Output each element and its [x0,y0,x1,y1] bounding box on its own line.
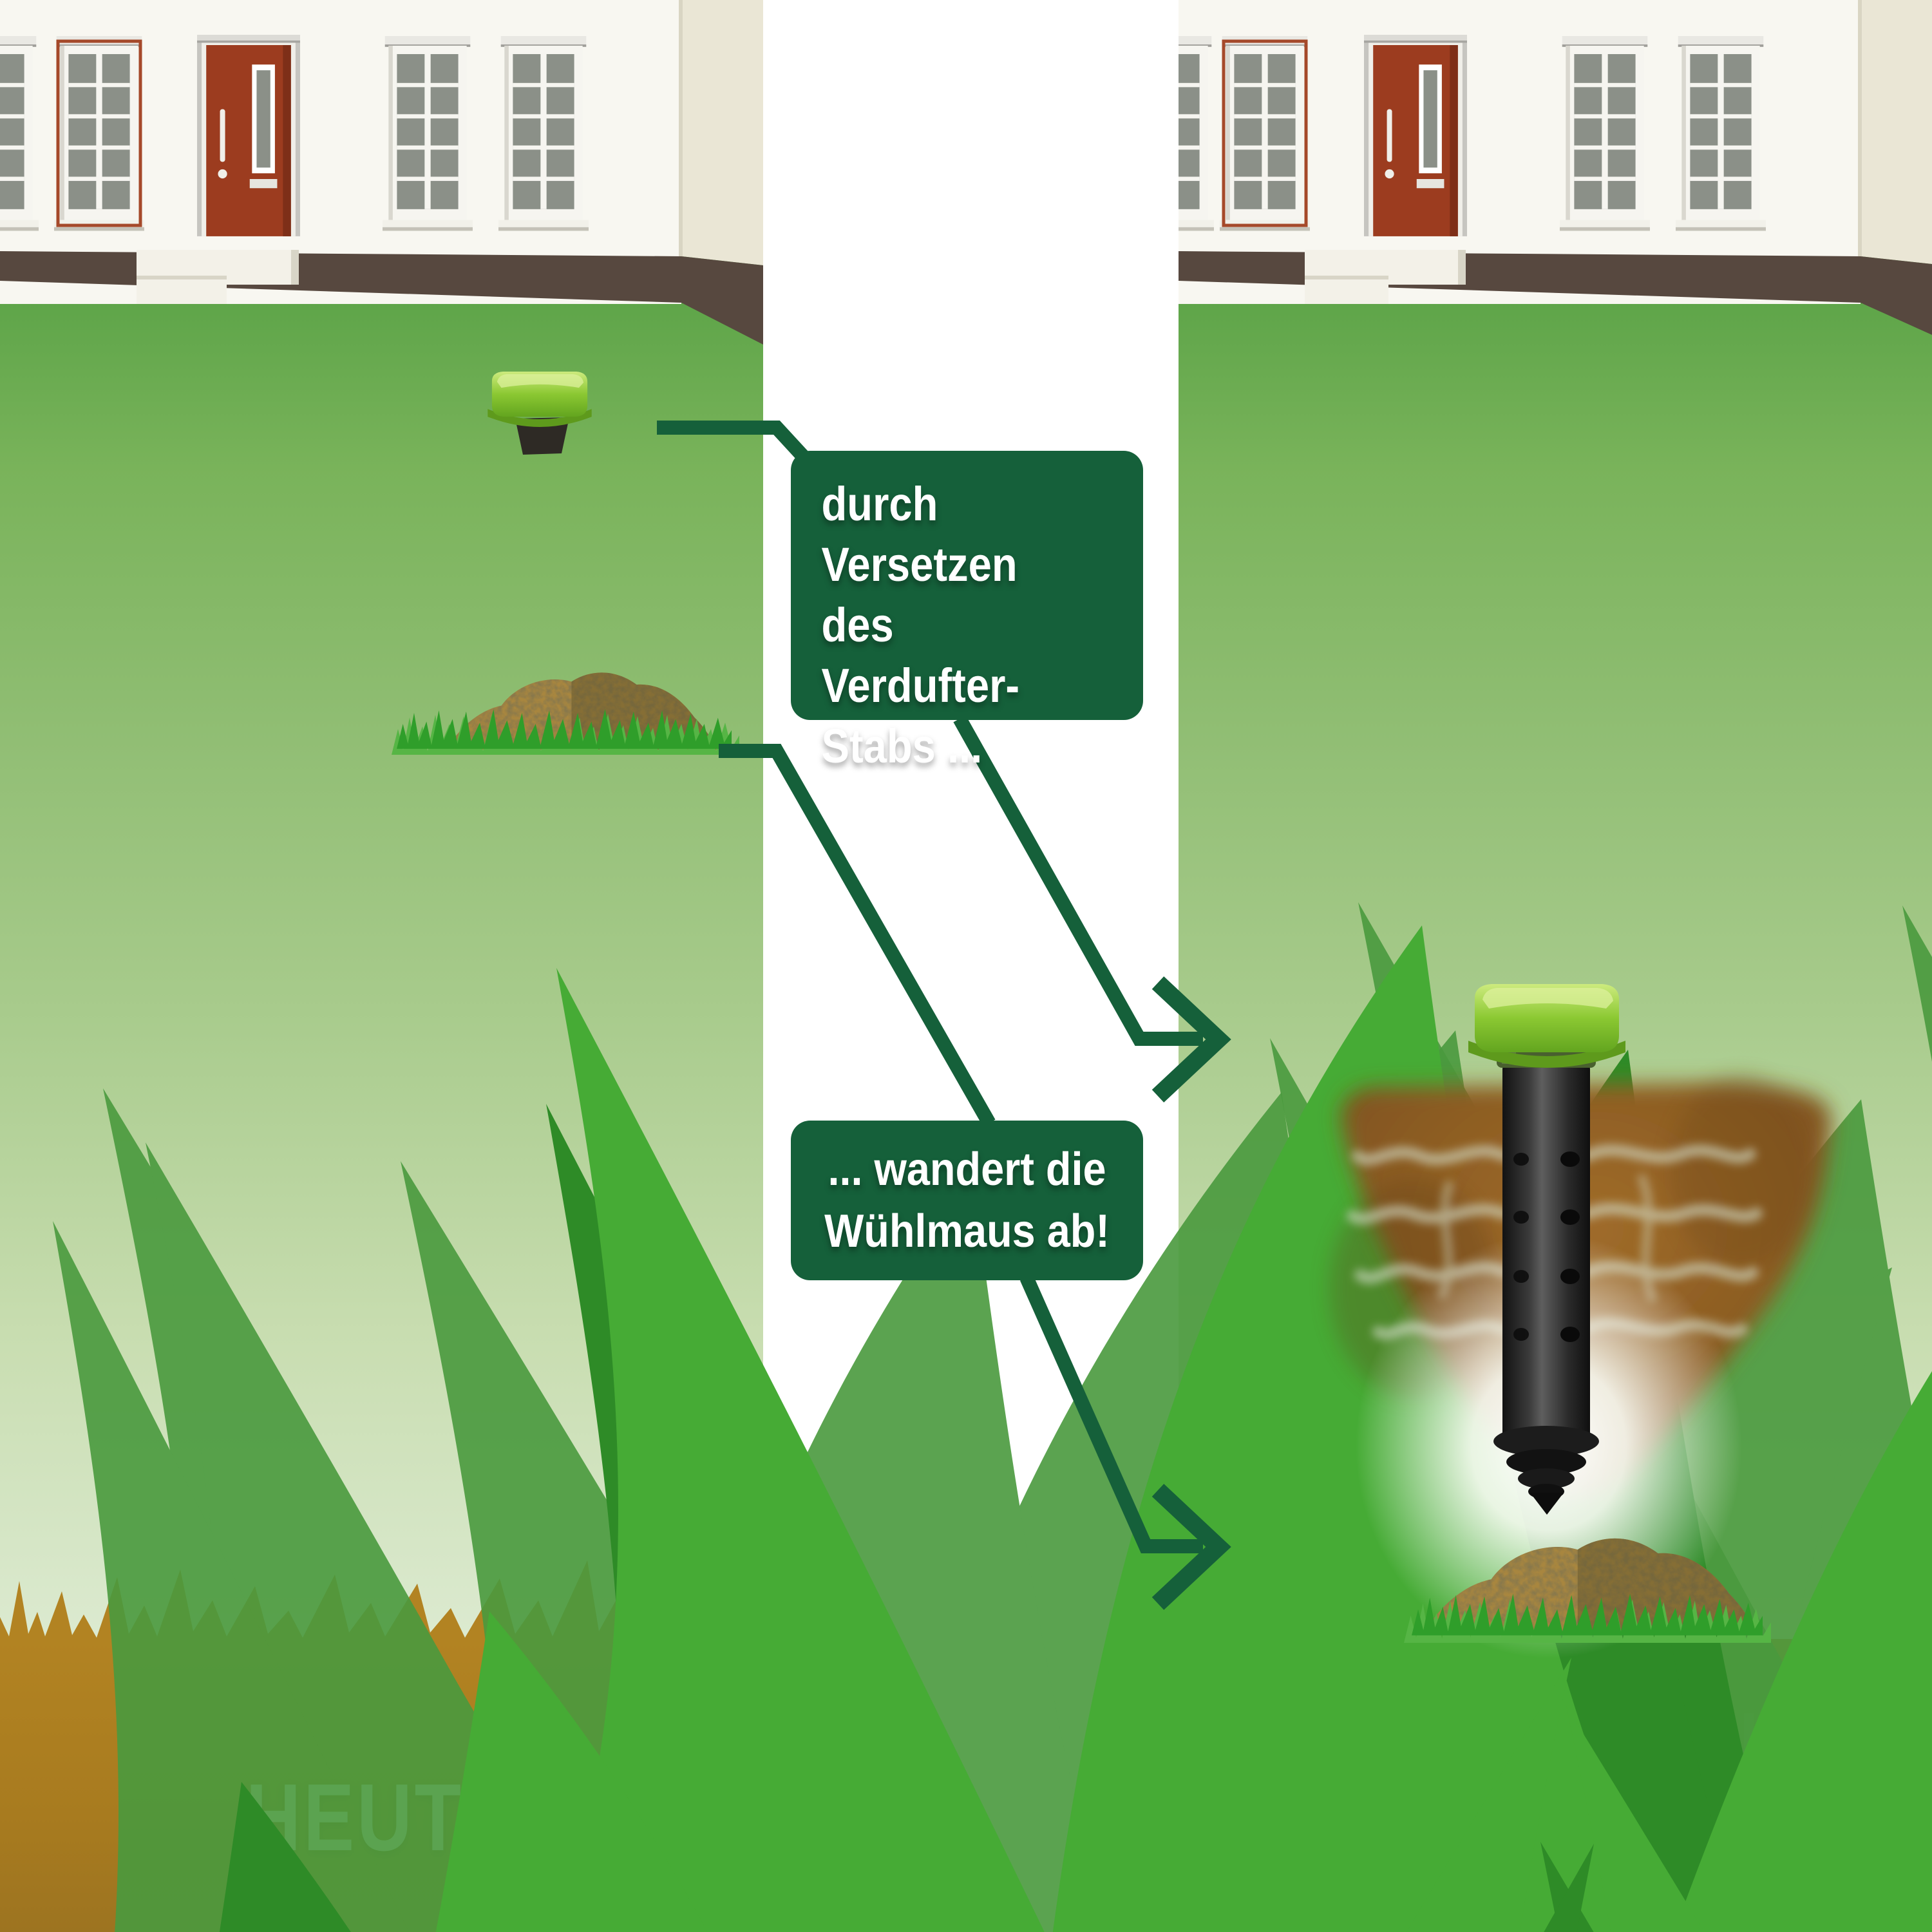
callout-line: durch [821,477,938,531]
line-to-arrow2 [1019,1274,1203,1553]
callout-line: ... wandert die [828,1144,1106,1195]
callout-move-stick: durch Versetzen des Verdufter- Stabs ... [791,451,1143,773]
lawn-left [0,243,763,1639]
panel-label-two-weeks: 2 WOCHEN SPÄTER [1179,1690,1932,1911]
callout-vole-leaves: ... wandert die Wühlmaus ab! [791,1121,1143,1280]
label-text-line2: SPÄTER [1400,1804,1710,1907]
house-facade [0,0,763,345]
panel-today: HEUTE [0,0,763,1932]
house-facade [1179,0,1932,335]
callout-line: Versetzen [821,538,1018,591]
callout-line: des Verdufter- [821,598,1020,712]
callout-line: Wühlmaus ab! [824,1206,1110,1257]
window [54,36,144,231]
panel-two-weeks-later: 2 WOCHEN SPÄTER [1179,0,1932,1932]
label-text-line1: 2 WOCHEN [1350,1694,1761,1796]
window [383,36,473,231]
window [498,36,589,231]
front-door [1364,35,1467,236]
panel-label-today: HEUTE [0,1763,763,1873]
window [1560,36,1650,231]
callout-line: Stabs ... [821,719,983,773]
lawn-right [1179,243,1932,1639]
window [1676,36,1766,231]
front-door [197,35,300,236]
label-text: HEUTE [245,1765,518,1871]
window [1220,36,1310,231]
